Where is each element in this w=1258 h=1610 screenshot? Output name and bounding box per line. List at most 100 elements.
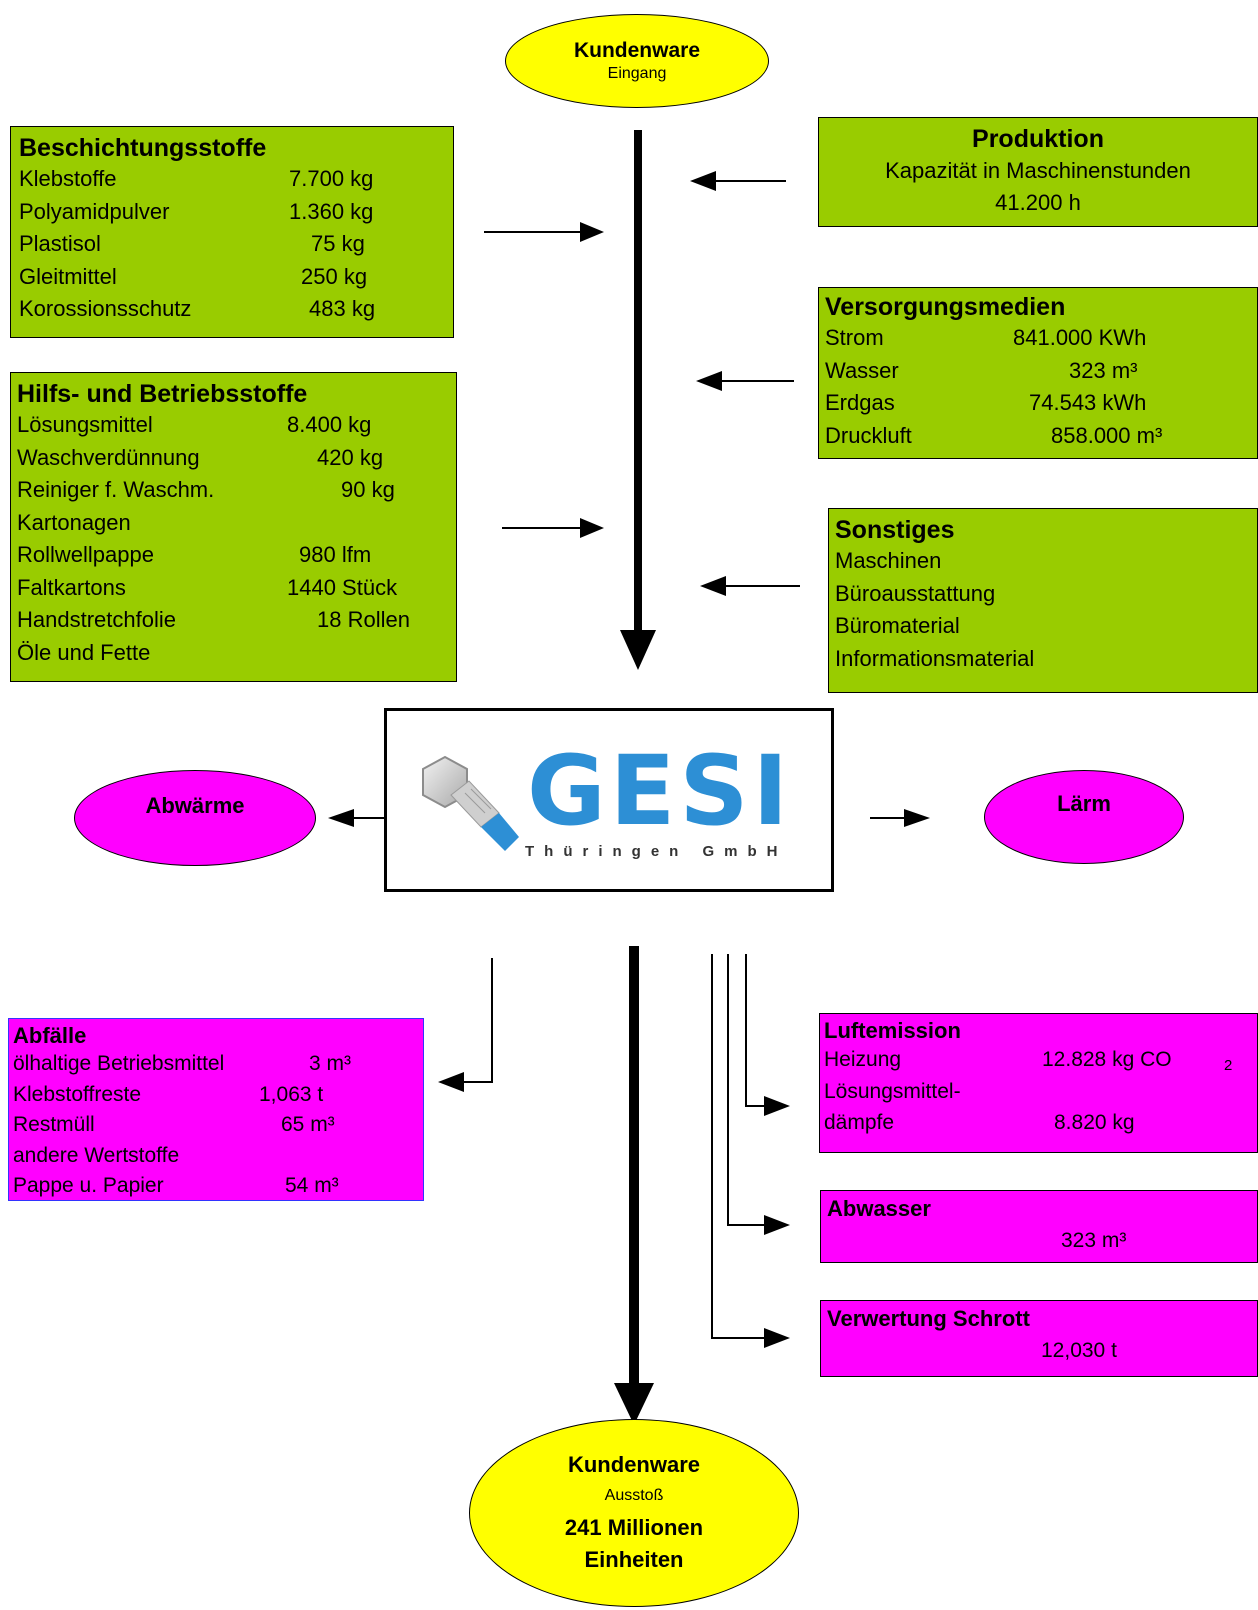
versorgung-row-label: Wasser	[825, 357, 899, 383]
abfaelle-row-label: Restmüll	[13, 1113, 95, 1136]
connector-abwasser	[727, 954, 770, 1226]
connector-schrott	[711, 954, 770, 1339]
versorgung-row-value: 858.000 m³	[1051, 422, 1163, 448]
luftemission-row-label: Heizung	[824, 1048, 902, 1071]
abfaelle-row-value: 3 m³	[309, 1052, 351, 1075]
hilfs-row: Lösungsmittel 8.400 kg	[17, 409, 456, 442]
abfaelle-row-label: Pappe u. Papier	[13, 1174, 164, 1197]
abwasser-title: Abwasser	[827, 1196, 931, 1221]
beschichtung-row-value: 483 kg	[309, 296, 376, 321]
versorgung-row: Erdgas 74.543 kWh	[825, 387, 1257, 420]
luftemission-title: Luftemission	[824, 1018, 961, 1043]
abfaelle-row-label: Klebstoffreste	[13, 1082, 142, 1106]
hilfs-row: Reiniger f. Waschm.90 kg	[17, 474, 456, 507]
versorgung-row-value: 841.000 KWh	[1013, 325, 1147, 350]
main-input-arrow-head	[620, 630, 656, 670]
versorgungsmedien-title: Versorgungsmedien	[825, 293, 1066, 321]
abfaelle-box: Abfälle ölhaltige Betriebsmittel 3 m³ Kleb…	[8, 1018, 424, 1201]
beschichtungsstoffe-title: Beschichtungsstoffe	[19, 134, 267, 162]
beschichtung-row-value: 75 kg	[311, 231, 365, 256]
versorgung-row-label: Druckluft	[825, 422, 912, 448]
hilfs-row-label: Handstretchfolie	[17, 607, 176, 632]
abfaelle-row: Restmüll 65 m³	[13, 1110, 423, 1141]
beschichtung-row-label: Klebstoffe	[19, 166, 117, 191]
sonstiges-row: Büromaterial	[835, 613, 960, 638]
produktion-capacity-value: 41.200 h	[995, 190, 1081, 215]
produktion-title: Produktion	[972, 125, 1104, 153]
abfaelle-row-value: 1,063 t	[259, 1082, 324, 1106]
abfaelle-title: Abfälle	[13, 1023, 87, 1048]
produktion-capacity-label: Kapazität in Maschinenstunden	[885, 158, 1191, 183]
hilfs-row-label: Lösungsmittel	[17, 412, 153, 437]
beschichtung-row-label: Korossionsschutz	[19, 296, 192, 321]
beschichtung-row-label: Plastisol	[19, 231, 101, 256]
versorgung-row: Wasser 323 m³	[825, 355, 1257, 388]
hilfs-row-value: 420 kg	[317, 444, 384, 470]
abfaelle-row: Pappe u. Papier 54 m³	[13, 1171, 423, 1202]
hilfs-row-label: Reiniger f. Waschm.	[17, 477, 215, 502]
hilfs-row: Kartonagen	[17, 507, 456, 540]
beschichtung-row: Plastisol 75 kg	[19, 228, 453, 261]
abfaelle-row-label: ölhaltige Betriebsmittel	[13, 1052, 225, 1075]
main-output-arrow-head	[614, 1383, 654, 1425]
abfaelle-row: ölhaltige Betriebsmittel 3 m³	[13, 1049, 423, 1080]
hilfs-row-value: 1440 Stück	[287, 574, 398, 600]
versorgung-row-label: Strom	[825, 325, 884, 350]
sonstiges-row: Maschinen	[835, 548, 942, 573]
beschichtung-row-label: Gleitmittel	[19, 263, 117, 289]
hilfs-row: Rollwellpappe 980 lfm	[17, 539, 456, 572]
abfaelle-row: Klebstoffreste 1,063 t	[13, 1080, 423, 1111]
output-ellipse-unit: Einheiten	[584, 1547, 684, 1572]
input-ellipse-title: Kundenware	[573, 39, 701, 62]
produktion-box: Produktion Kapazität in Maschinenstunden…	[818, 117, 1258, 227]
hilfs-row-value: 980 lfm	[299, 542, 372, 567]
schrott-box: Verwertung Schrott 12,030 t	[820, 1300, 1258, 1377]
hilfs-row-label: Rollwellpappe	[17, 542, 154, 567]
connector-luftemission	[745, 954, 770, 1107]
connector-abfaelle	[458, 958, 493, 1083]
hilfs-row-value: 18 Rollen	[317, 607, 410, 632]
versorgung-row-value: 74.543 kWh	[1029, 390, 1147, 415]
hilfs-row-label: Öle und Fette	[17, 639, 151, 665]
luftemission-row-value: 12.828 kg CO	[1042, 1048, 1172, 1071]
output-ellipse-subtitle: Ausstoß	[604, 1487, 664, 1504]
sonstiges-row: Büroausstattung	[835, 580, 996, 606]
gesi-logo-subtitle: Thüringen GmbH	[525, 843, 788, 860]
gesi-logo-frame: GESI Thüringen GmbH	[384, 708, 834, 892]
customer-goods-output-ellipse: Kundenware Ausstoß 241 Millionen Einheit…	[469, 1419, 799, 1607]
luftemission-row-subscript: 2	[1224, 1057, 1233, 1074]
hilfs-row-value: 8.400 kg	[287, 412, 372, 437]
customer-goods-input-ellipse: Kundenware Eingang	[505, 14, 769, 108]
schrott-title: Verwertung Schrott	[827, 1306, 1030, 1331]
luftemission-row: Lösungsmittel-	[824, 1076, 1257, 1108]
beschichtungsstoffe-box: Beschichtungsstoffe Klebstoffe 7.700 kg Po…	[10, 126, 454, 338]
beschichtung-row: Korossionsschutz 483 kg	[19, 293, 453, 326]
hilfs-row: Handstretchfolie 18 Rollen	[17, 604, 456, 637]
abfaelle-row-label: andere Wertstoffe	[13, 1143, 180, 1167]
abwasser-box: Abwasser 323 m³	[820, 1190, 1258, 1263]
schrott-value: 12,030 t	[1041, 1339, 1117, 1362]
versorgung-row-label: Erdgas	[825, 390, 895, 415]
beschichtung-row-label: Polyamidpulver	[19, 198, 170, 224]
abwasser-value: 323 m³	[1061, 1229, 1127, 1252]
hilfs-row-label: Kartonagen	[17, 509, 131, 535]
abfaelle-row: andere Wertstoffe	[13, 1141, 423, 1172]
gesi-logo-name: GESI	[527, 735, 793, 847]
hilfs-row: Öle und Fette	[17, 637, 456, 670]
luftemission-row: Heizung 12.828 kg CO 2	[824, 1044, 1257, 1076]
beschichtung-row: Klebstoffe 7.700 kg	[19, 163, 453, 196]
beschichtung-row-value: 7.700 kg	[289, 166, 374, 191]
versorgung-row-value: 323 m³	[1069, 357, 1138, 383]
abfaelle-row-value: 65 m³	[281, 1113, 335, 1136]
output-ellipse-title: Kundenware	[567, 1452, 701, 1477]
abfaelle-row-value: 54 m³	[285, 1174, 339, 1197]
